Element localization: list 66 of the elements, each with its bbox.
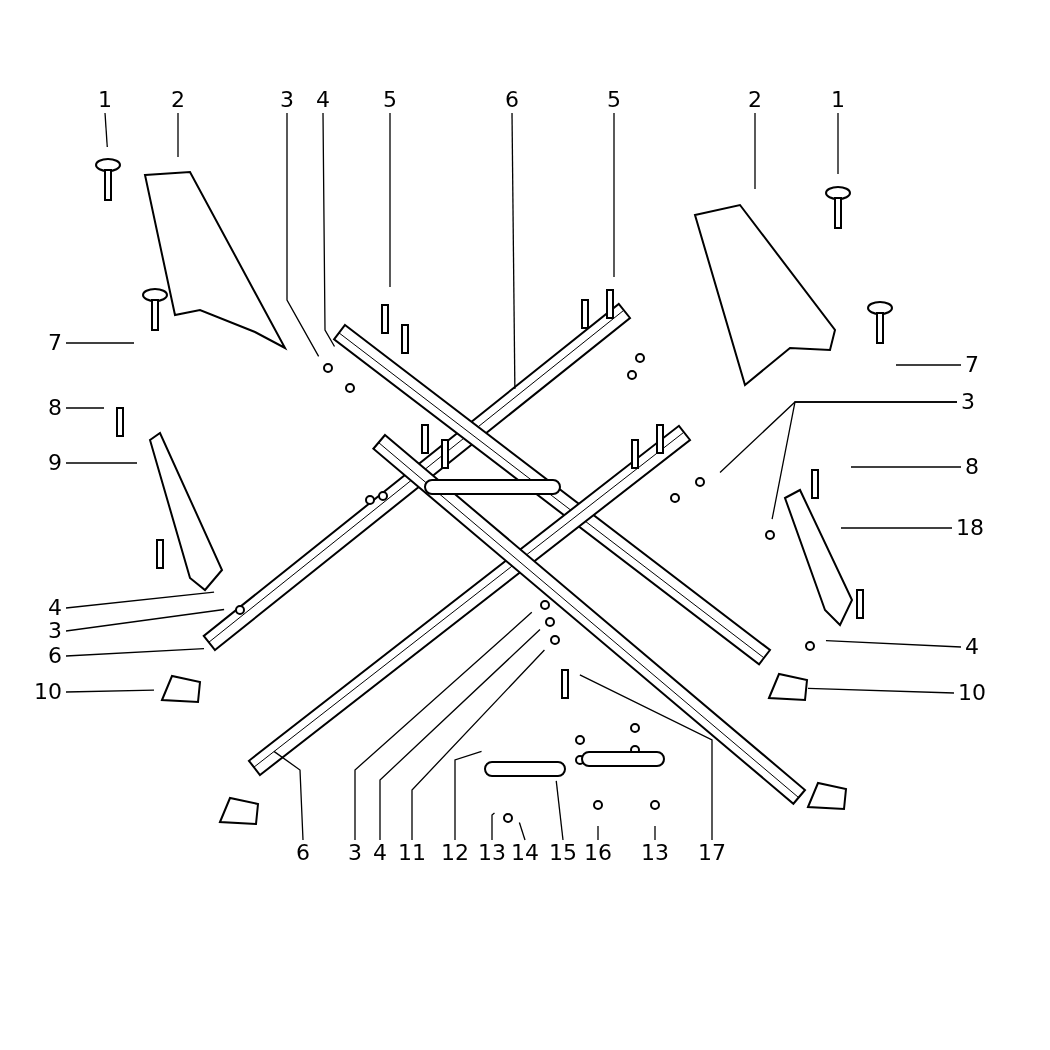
callout-number: 1 [831,89,845,111]
callout-number: 12 [441,842,469,864]
callout-number: 7 [965,354,979,376]
leader-line [579,674,713,841]
callout-number: 6 [48,645,62,667]
leader-line [837,112,839,175]
leader-line [65,342,135,344]
leader-line [65,647,205,657]
leader-line [65,608,225,632]
callout-number: 2 [171,89,185,111]
callout-number: 17 [698,842,726,864]
callout-number: 3 [48,620,62,642]
callout-number: 4 [316,89,330,111]
leader-line [825,639,962,648]
leader-line [597,825,599,841]
leader-line [807,687,955,694]
callout-number: 3 [961,391,975,413]
leader-line [65,689,155,693]
callout-number: 8 [48,397,62,419]
callout-number: 4 [373,842,387,864]
callout-number: 8 [965,456,979,478]
callout-number: 1 [98,89,112,111]
callout-number: 18 [956,517,984,539]
leader-line [389,112,391,288]
leader-line [286,112,320,358]
leader-line [895,364,962,366]
callout-number: 15 [549,842,577,864]
leader-line [511,112,516,390]
leader-line [177,112,179,158]
leader-line [454,750,483,841]
leader-line [65,407,105,409]
callout-number: 7 [48,332,62,354]
callout-number: 3 [348,842,362,864]
leader-line [840,527,953,529]
callout-number: 13 [478,842,506,864]
callout-number: 6 [296,842,310,864]
callout-number: 6 [505,89,519,111]
callout-number: 3 [280,89,294,111]
leader-line [491,812,496,841]
leader-line [555,780,564,841]
callout-number: 5 [383,89,397,111]
callout-number: 4 [48,597,62,619]
leader-line [273,750,304,841]
leader-line [613,112,615,278]
callout-number: 13 [641,842,669,864]
callout-number: 10 [34,681,62,703]
callout-number: 10 [958,682,986,704]
callout-number: 14 [511,842,539,864]
leader-line [411,649,546,841]
leader-line [354,611,533,841]
callout-number: 9 [48,452,62,474]
leader-line [654,825,656,841]
leader-line [379,628,541,841]
callout-number: 5 [607,89,621,111]
leader-line [65,462,138,464]
leader-line [104,112,108,148]
leader-line [65,591,215,609]
callout-number: 16 [584,842,612,864]
callout-number: 11 [398,842,426,864]
leader-line [850,466,962,468]
leader-line [518,821,526,841]
callout-number: 2 [748,89,762,111]
callout-number: 4 [965,636,979,658]
leader-line [754,112,756,190]
leader-line [771,401,958,520]
leader-line [322,112,336,348]
